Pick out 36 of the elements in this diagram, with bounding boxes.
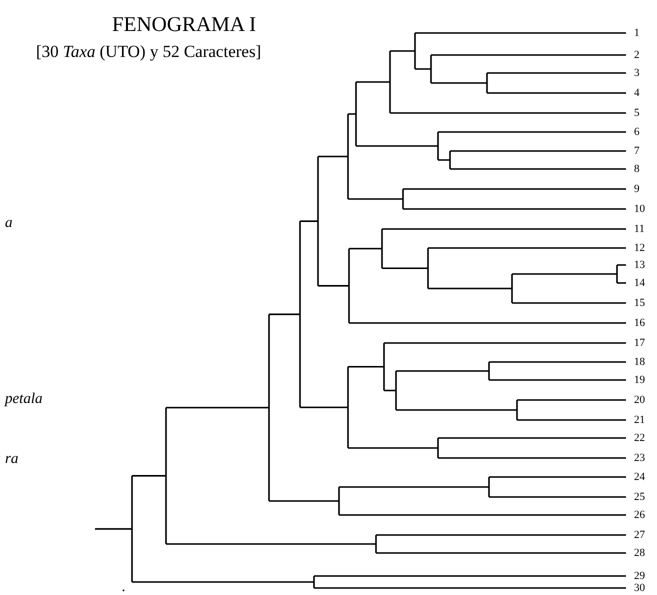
leaf-number: 3: [634, 68, 640, 79]
leaf-number: 13: [634, 260, 645, 271]
leaf-number: 20: [634, 395, 645, 406]
subtitle: [30 Taxa (UTO) y 52 Caracteres]: [36, 41, 262, 62]
leaf-number: 29: [634, 571, 645, 582]
leaf-number: 30: [634, 583, 645, 594]
leaf-number: 19: [634, 375, 645, 386]
taxon-name: a: [4, 214, 14, 233]
leaf-number: 21: [634, 415, 645, 426]
leaf-number: 14: [634, 278, 645, 289]
leaf-number: 8: [634, 164, 640, 175]
leaf-number: 12: [634, 243, 645, 254]
leaf-number: 2: [634, 50, 640, 61]
leaf-number: 11: [634, 224, 645, 235]
leaf-number: 28: [634, 548, 645, 559]
leaf-number: 18: [634, 357, 645, 368]
taxon-name: .: [121, 578, 127, 595]
leaf-number: 7: [634, 146, 640, 157]
leaf-number: 1: [634, 28, 640, 39]
leaf-number: 6: [634, 127, 640, 138]
leaf-number: 16: [634, 318, 645, 329]
leaf-number: 26: [634, 510, 645, 521]
leaf-number: 27: [634, 530, 645, 541]
leaf-number: 10: [634, 204, 645, 215]
taxon-name: petala: [3, 390, 44, 409]
title: FENOGRAMA I: [112, 14, 256, 35]
leaf-number: 4: [634, 88, 640, 99]
leaf-number: 5: [634, 108, 640, 119]
leaf-number: 24: [634, 472, 645, 483]
taxon-name: ra: [4, 450, 20, 469]
leaf-number: 22: [634, 433, 645, 444]
leaf-number: 17: [634, 338, 645, 349]
leaf-number: 15: [634, 298, 645, 309]
leaf-number: 23: [634, 453, 645, 464]
leaf-number: 25: [634, 492, 645, 503]
leaf-number: 9: [634, 184, 640, 195]
